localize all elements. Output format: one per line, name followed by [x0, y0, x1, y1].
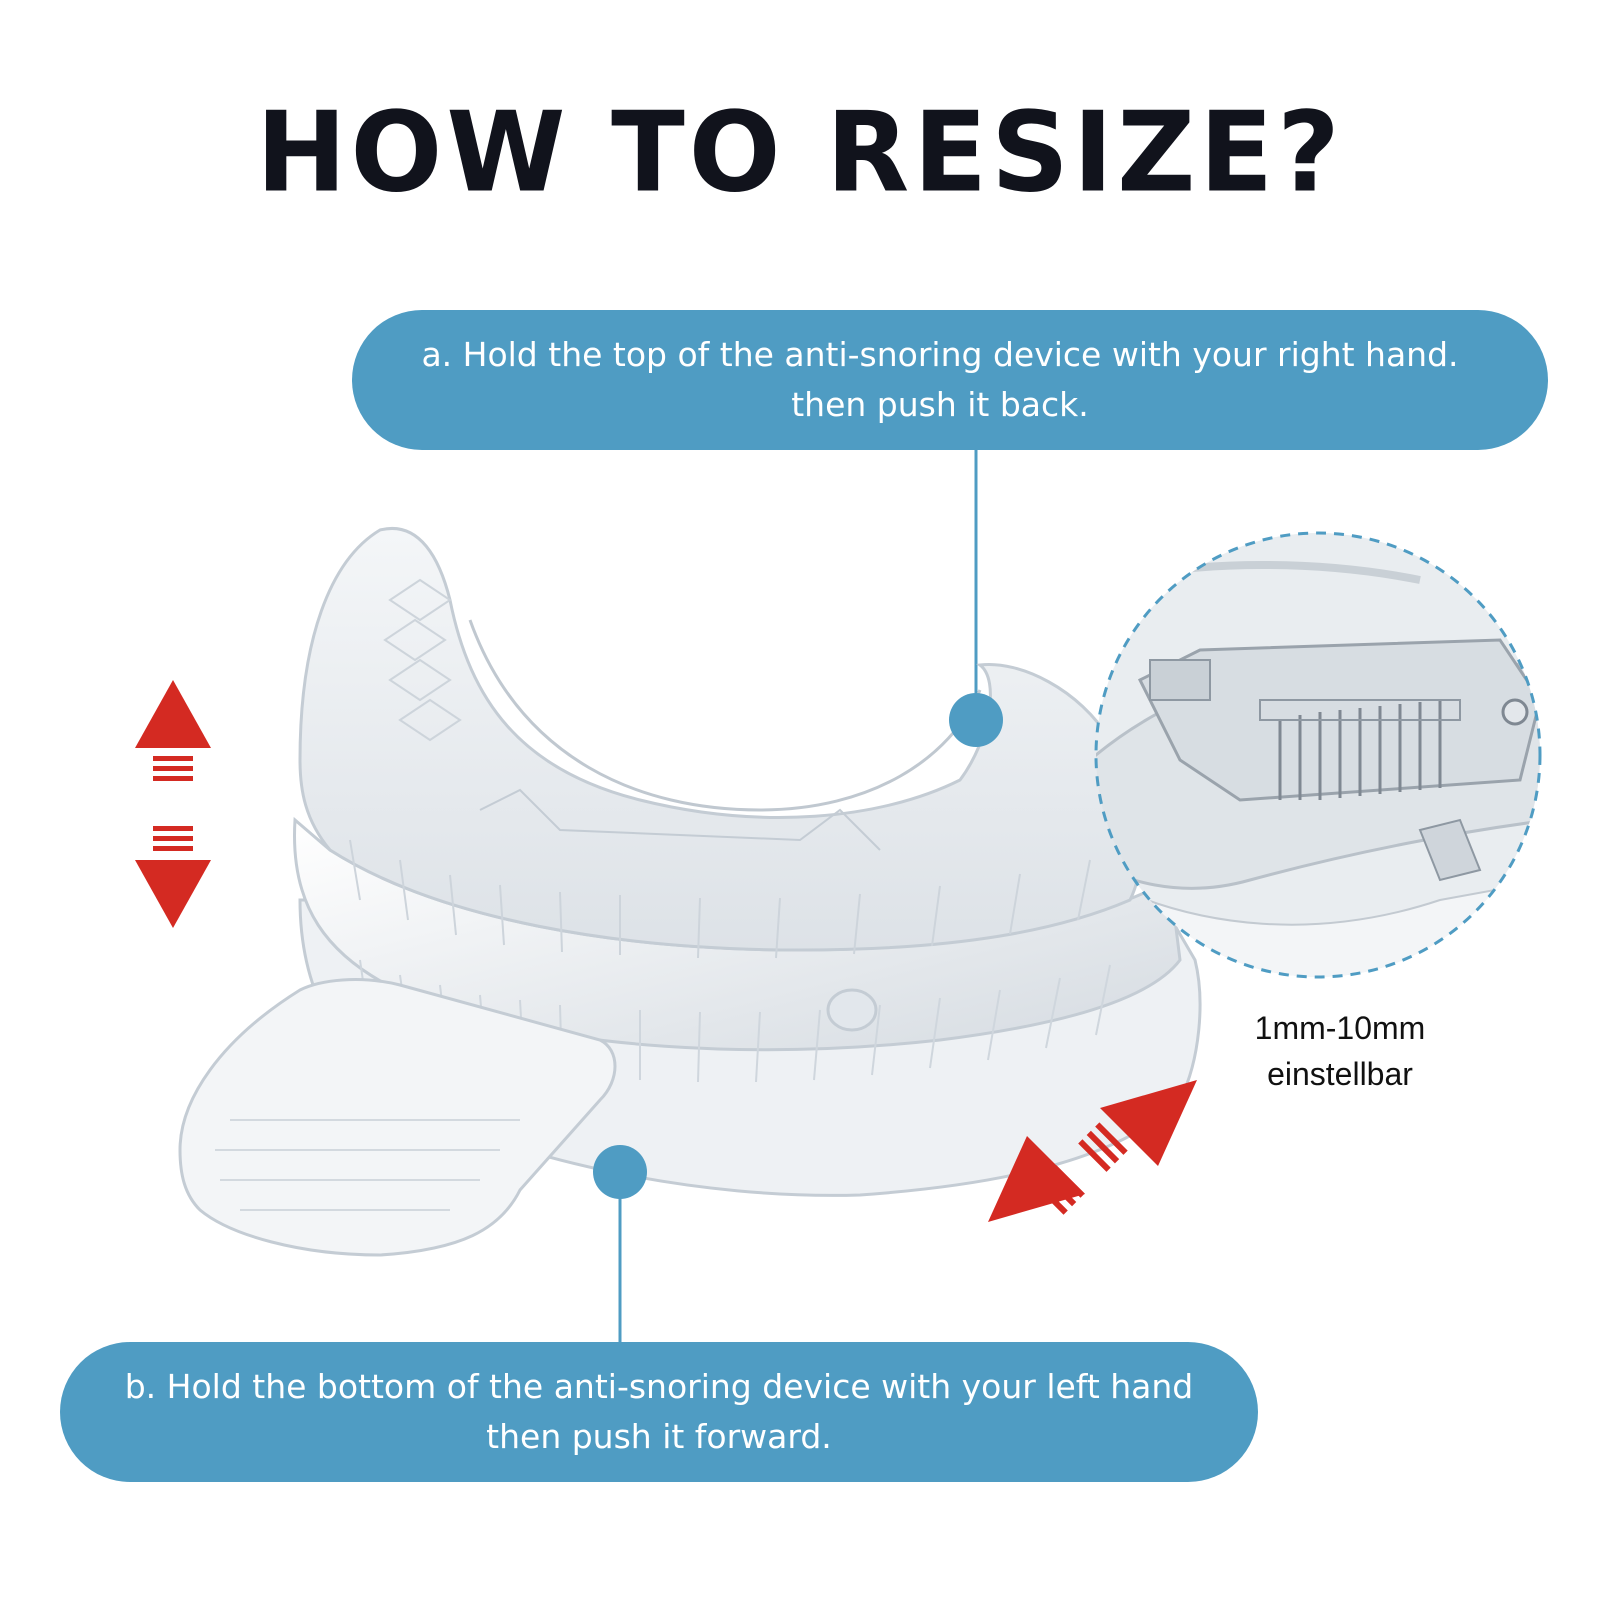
adjustment-range: 1mm-10mm [1254, 1010, 1426, 1046]
step-b-callout: b. Hold the bottom of the anti-snoring d… [60, 1342, 1258, 1482]
callout-dot-b-icon [593, 1145, 647, 1199]
page-title: HOW TO RESIZE? [256, 89, 1344, 218]
step-a-callout: a. Hold the top of the anti-snoring devi… [352, 310, 1548, 450]
adjustment-range-note: 1mm-10mm einstellbar [1210, 1005, 1470, 1097]
step-a-line-2: then push it back. [791, 385, 1089, 424]
adjustment-label: einstellbar [1267, 1056, 1413, 1092]
mouthguard [178, 527, 1202, 1257]
step-b-line-2: then push it forward. [486, 1417, 832, 1456]
callout-dot-a-icon [949, 693, 1003, 747]
step-b-line-1: b. Hold the bottom of the anti-snoring d… [124, 1367, 1194, 1406]
zoom-detail-circle [1094, 531, 1542, 979]
vertical-double-arrow-icon [135, 680, 211, 928]
step-a-line-1: a. Hold the top of the anti-snoring devi… [421, 335, 1459, 374]
diagonal-double-arrow-icon [988, 1080, 1197, 1222]
